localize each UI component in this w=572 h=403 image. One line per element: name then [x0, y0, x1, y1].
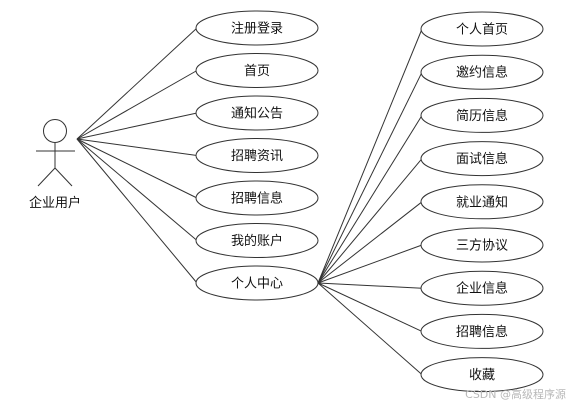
use-case-label: 企业信息 — [456, 281, 508, 297]
use-case-ellipse — [195, 223, 319, 258]
association-line — [317, 282, 423, 332]
use-case-ellipse — [420, 141, 544, 177]
association-line — [317, 282, 423, 375]
use-case-ellipse — [195, 180, 319, 216]
actor-enterprise-user: 企业用户 — [29, 119, 81, 211]
use-case-label: 首页 — [244, 64, 270, 79]
association-line — [317, 71, 423, 284]
use-case-ellipse — [195, 265, 319, 301]
use-case-ellipse — [420, 270, 544, 306]
right-use-case-3: 简历信息 — [420, 97, 544, 133]
association-line — [76, 112, 198, 140]
left-use-case-3: 通知公告 — [195, 95, 319, 131]
association-line — [76, 138, 198, 241]
use-case-ellipse — [195, 138, 319, 173]
use-case-label: 注册登录 — [231, 22, 283, 37]
actor-label: 企业用户 — [29, 195, 81, 211]
left-use-case-7: 个人中心 — [195, 265, 319, 301]
use-case-ellipse — [420, 184, 544, 220]
association-line — [317, 244, 423, 284]
association-line — [317, 158, 423, 284]
use-case-label: 我的账户 — [231, 233, 283, 249]
left-use-case-1: 注册登录 — [195, 10, 319, 46]
use-case-label: 招聘信息 — [456, 324, 508, 340]
right-use-case-2: 邀约信息 — [420, 54, 544, 90]
right-use-case-5: 就业通知 — [420, 184, 544, 220]
actor-head — [43, 119, 67, 143]
use-case-label: 收藏 — [469, 368, 495, 383]
association-line — [76, 138, 198, 284]
use-case-label: 个人首页 — [456, 23, 508, 38]
association-line — [76, 27, 198, 140]
right-use-case-6: 三方协议 — [420, 227, 544, 263]
association-line — [76, 70, 198, 140]
right-use-case-8: 招聘信息 — [420, 313, 544, 349]
use-case-ellipse — [420, 227, 544, 263]
use-case-ellipse — [420, 313, 544, 349]
use-case-label: 面试信息 — [456, 151, 508, 167]
use-case-label: 通知公告 — [231, 106, 283, 122]
use-case-label: 招聘信息 — [231, 191, 283, 207]
use-case-label: 简历信息 — [456, 108, 508, 124]
association-line — [317, 28, 423, 284]
use-case-label: 邀约信息 — [456, 65, 508, 81]
use-case-label: 个人中心 — [231, 277, 283, 292]
left-use-case-2: 首页 — [195, 53, 319, 88]
use-case-label: 三方协议 — [456, 238, 508, 254]
actor-left-leg — [37, 167, 56, 187]
left-use-case-6: 我的账户 — [195, 223, 319, 258]
right-use-case-1: 个人首页 — [420, 11, 544, 47]
right-use-case-4: 面试信息 — [420, 141, 544, 177]
right-use-case-7: 企业信息 — [420, 270, 544, 306]
association-line — [317, 201, 423, 284]
association-line — [317, 115, 423, 284]
association-lines — [76, 27, 423, 375]
association-line — [317, 282, 423, 289]
association-line — [76, 138, 198, 199]
use-case-ellipse — [420, 357, 544, 393]
left-use-case-4: 招聘资讯 — [195, 138, 319, 173]
use-case-ellipse — [420, 11, 544, 47]
use-case-ellipse — [195, 53, 319, 88]
use-case-label: 就业通知 — [456, 194, 508, 210]
use-case-ellipse — [195, 95, 319, 131]
watermark: CSDN @高级程序源 — [465, 387, 566, 401]
use-case-ellipse — [420, 97, 544, 133]
left-use-case-5: 招聘信息 — [195, 180, 319, 216]
use-case-label: 招聘资讯 — [231, 149, 283, 164]
right-use-case-9: 收藏 — [420, 357, 544, 393]
use-case-ellipse — [420, 54, 544, 90]
association-line — [76, 138, 198, 156]
use-case-ellipse — [195, 10, 319, 46]
actor-right-leg — [54, 167, 73, 187]
